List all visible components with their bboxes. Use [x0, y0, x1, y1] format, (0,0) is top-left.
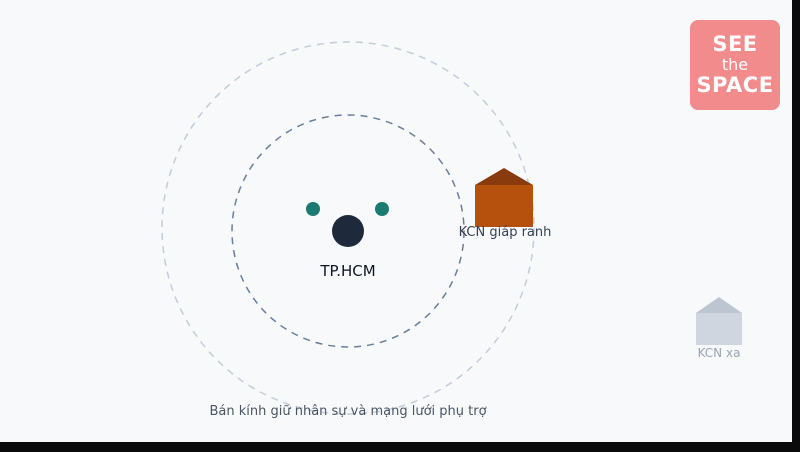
outer-radius-ring [161, 41, 535, 415]
logo-line-2: the [721, 55, 749, 74]
satellite-node-left [306, 202, 320, 216]
diagram-canvas: TP.HCM KCN giáp ranh KCN xa Bán kính giữ… [0, 0, 792, 442]
see-the-space-logo: SEE the SPACE [690, 20, 780, 110]
factory-near-icon [475, 168, 533, 227]
logo-line-3: SPACE [696, 73, 774, 97]
diagram-caption: Bán kính giữ nhân sự và mạng lưới phụ tr… [209, 404, 487, 419]
satellite-node-right [375, 202, 389, 216]
factory-far-icon [696, 297, 742, 345]
city-center-node [332, 215, 364, 247]
city-label: TP.HCM [320, 262, 376, 280]
diagram-graphic [161, 41, 742, 415]
far-zone-label: KCN xa [697, 346, 741, 360]
inner-radius-ring [231, 114, 465, 348]
near-zone-label: KCN giáp ranh [458, 225, 552, 240]
logo-line-1: SEE [712, 32, 758, 56]
